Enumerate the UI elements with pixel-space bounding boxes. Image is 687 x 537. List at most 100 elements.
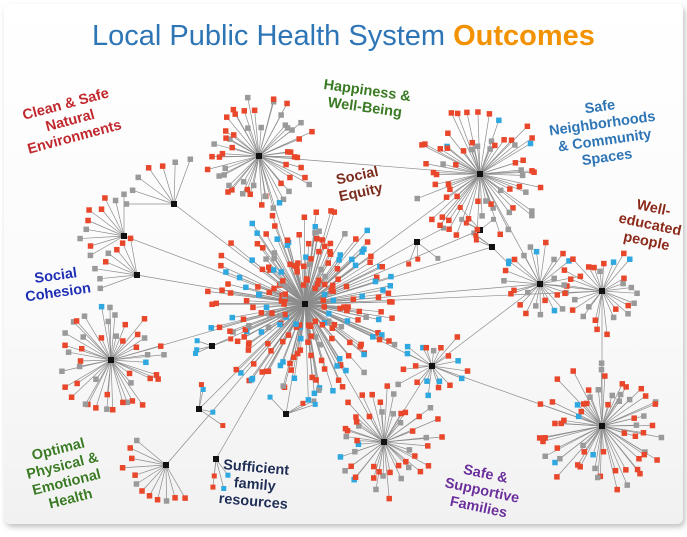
leaf-node (509, 137, 515, 143)
hub-bl (163, 462, 169, 468)
leaf-node (424, 435, 430, 441)
leaf-node (551, 257, 557, 263)
leaf-node (135, 332, 141, 338)
leaf-node (259, 329, 265, 335)
leaf-node (351, 296, 357, 302)
leaf-node (160, 163, 166, 169)
leaf-node (475, 199, 481, 205)
leaf-node (623, 467, 629, 473)
leaf-node (306, 322, 312, 328)
leaf-node (406, 465, 412, 471)
leaf-node (454, 194, 460, 200)
leaf-node (292, 154, 298, 160)
leaf-node (98, 286, 104, 292)
edge (259, 115, 281, 156)
leaf-node (479, 213, 485, 219)
leaf-node (104, 406, 110, 412)
leaf-node (414, 196, 420, 202)
leaf-node (143, 360, 149, 366)
leaf-node (223, 135, 229, 141)
leaf-node (86, 207, 92, 213)
leaf-node (74, 318, 80, 324)
leaf-node (124, 201, 130, 207)
leaf-node (513, 160, 519, 166)
leaf-node (329, 325, 335, 331)
leaf-node (643, 393, 649, 399)
leaf-node (226, 183, 232, 189)
leaf-node (414, 380, 420, 386)
leaf-node (282, 312, 288, 318)
leaf-node (293, 321, 299, 327)
leaf-node (107, 305, 113, 311)
leaf-node (83, 227, 89, 233)
leaf-node (388, 283, 394, 289)
leaf-node (278, 269, 284, 275)
leaf-node (113, 198, 119, 204)
leaf-node (269, 310, 275, 316)
leaf-node (128, 380, 134, 386)
leaf-node (342, 231, 348, 237)
edge (506, 271, 540, 284)
leaf-node (62, 330, 67, 336)
leaf-node (639, 386, 645, 392)
leaf-node (74, 381, 80, 387)
leaf-node (551, 276, 557, 282)
leaf-node (475, 227, 481, 233)
leaf-node (364, 228, 370, 234)
leaf-node (599, 367, 605, 373)
leaf-node (492, 143, 498, 149)
leaf-node (380, 287, 386, 293)
leaf-node (653, 401, 659, 407)
leaf-node (328, 241, 334, 247)
leaf-node (240, 191, 246, 197)
leaf-node (280, 278, 286, 284)
leaf-node (416, 414, 422, 420)
leaf-node (625, 482, 631, 488)
leaf-node (634, 291, 640, 297)
leaf-node (379, 409, 385, 415)
leaf-node (59, 369, 65, 375)
leaf-node (346, 353, 352, 359)
leaf-node (459, 217, 464, 222)
leaf-node (525, 124, 531, 130)
leaf-node (405, 351, 411, 357)
leaf-node (147, 376, 153, 382)
leaf-node (251, 361, 257, 367)
leaf-node (592, 466, 598, 472)
leaf-node (377, 337, 383, 343)
leaf-node (79, 346, 85, 352)
leaf-node (354, 419, 360, 425)
leaf-node (305, 339, 311, 345)
leaf-node (562, 267, 568, 273)
leaf-node (355, 317, 361, 323)
leaf-node (537, 435, 543, 441)
leaf-node (386, 338, 392, 344)
leaf-node (274, 236, 280, 242)
leaf-node (339, 324, 345, 330)
leaf-node (507, 186, 513, 192)
leaf-node (88, 253, 94, 259)
leaf-node (458, 205, 463, 210)
leaf-node (511, 288, 517, 294)
leaf-node (320, 237, 326, 243)
leaf-node (223, 166, 229, 172)
leaf-node (120, 465, 126, 471)
leaf-node (445, 145, 451, 151)
leaf-node (259, 369, 265, 375)
leaf-node (158, 343, 164, 349)
leaf-node (531, 169, 537, 175)
leaf-node (487, 146, 493, 152)
leaf-node (617, 398, 623, 404)
leaf-node (578, 274, 584, 280)
edge (174, 159, 190, 204)
leaf-node (298, 120, 304, 126)
leaf-node (328, 208, 334, 214)
leaf-node (423, 161, 429, 167)
leaf-node (172, 495, 178, 501)
leaf-node (398, 420, 404, 426)
leaf-node (343, 426, 349, 432)
leaf-node (369, 392, 375, 398)
leaf-node (348, 464, 354, 470)
leaf-node (235, 339, 241, 345)
leaf-node (322, 282, 328, 288)
